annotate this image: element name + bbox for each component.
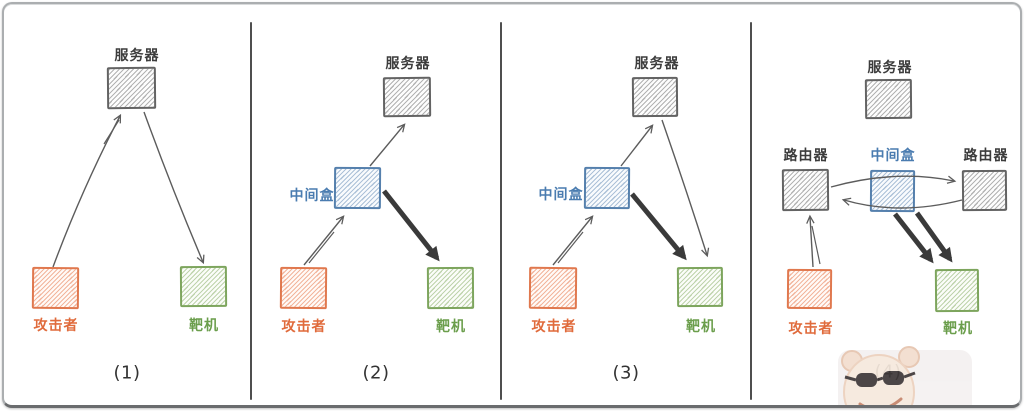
router-right-label-p4: 路由器 xyxy=(963,148,1009,164)
attacker-label-p1: 攻击者 xyxy=(33,318,79,334)
server-box-p4 xyxy=(864,78,913,120)
server-label-p1: 服务器 xyxy=(114,48,160,64)
arrow-middlebox-server-p2 xyxy=(369,123,406,167)
panel-number-3: (3) xyxy=(612,362,640,384)
arrow-attacker-server-p1 xyxy=(52,113,122,268)
arrow-middlebox-target-thick2-p4 xyxy=(914,211,953,263)
server-label-p3: 服务器 xyxy=(634,56,680,72)
target-box-p2 xyxy=(426,266,475,310)
target-box-p4 xyxy=(934,268,980,313)
server-label-p4: 服务器 xyxy=(867,60,913,76)
attacker-box-p4 xyxy=(786,268,833,310)
arrow-sketch-stroke-p1 xyxy=(103,119,120,145)
attacker-box-p1 xyxy=(31,266,80,310)
target-label-p4: 靶机 xyxy=(943,321,973,337)
arrow-attacker-middlebox-p2 xyxy=(303,215,345,266)
attacker-label-p3: 攻击者 xyxy=(531,319,577,335)
middlebox-label-p3: 中间盒 xyxy=(538,187,584,203)
arrow-server-target-p1 xyxy=(143,111,205,265)
middlebox-label-p4: 中间盒 xyxy=(870,148,916,164)
arrow-middlebox-target-thick-p2 xyxy=(382,189,440,262)
middlebox-box-p3 xyxy=(583,166,631,210)
attacker-box-p2 xyxy=(279,266,328,310)
router-left-label-p4: 路由器 xyxy=(783,148,829,164)
router-left-box-p4 xyxy=(781,168,830,212)
target-label-p2: 靶机 xyxy=(436,319,466,335)
target-label-p1: 靶机 xyxy=(189,318,219,334)
server-box-p1 xyxy=(106,66,157,110)
panel-divider-1 xyxy=(250,22,252,400)
arrow-sketch-stroke-p3 xyxy=(557,231,584,264)
panel-number-2: (2) xyxy=(362,362,390,384)
arrow-middlebox-target-thick1-p4 xyxy=(893,212,934,264)
arrow-sketch-stroke-p2 xyxy=(308,231,335,264)
server-box-p3 xyxy=(631,76,679,118)
attacker-box-p3 xyxy=(528,266,578,310)
arrow-middlebox-server-p3 xyxy=(620,124,654,167)
server-box-p2 xyxy=(382,76,432,118)
middlebox-box-p4 xyxy=(869,169,916,213)
arrow-sketch-stroke-p4 xyxy=(811,225,821,265)
target-box-p3 xyxy=(676,266,724,308)
arrow-attacker-middlebox-p3 xyxy=(552,215,594,266)
arrow-middlebox-target-thick-p3 xyxy=(630,192,687,261)
panel-number-1: (1) xyxy=(113,362,141,384)
middlebox-box-p2 xyxy=(333,166,382,210)
router-right-box-p4 xyxy=(961,169,1008,212)
target-label-p3: 靶机 xyxy=(686,319,716,335)
panel-divider-2 xyxy=(500,22,502,400)
arrow-attacker-router-p4 xyxy=(806,214,815,268)
attacker-label-p2: 攻击者 xyxy=(281,319,327,335)
server-label-p2: 服务器 xyxy=(385,56,431,72)
attacker-label-p4: 攻击者 xyxy=(788,321,834,337)
middlebox-label-p2: 中间盒 xyxy=(289,188,335,204)
arrow-server-target-p3 xyxy=(661,119,710,258)
panel-divider-3 xyxy=(750,22,752,400)
target-box-p1 xyxy=(179,265,228,308)
mascot-watermark-icon xyxy=(838,346,972,405)
